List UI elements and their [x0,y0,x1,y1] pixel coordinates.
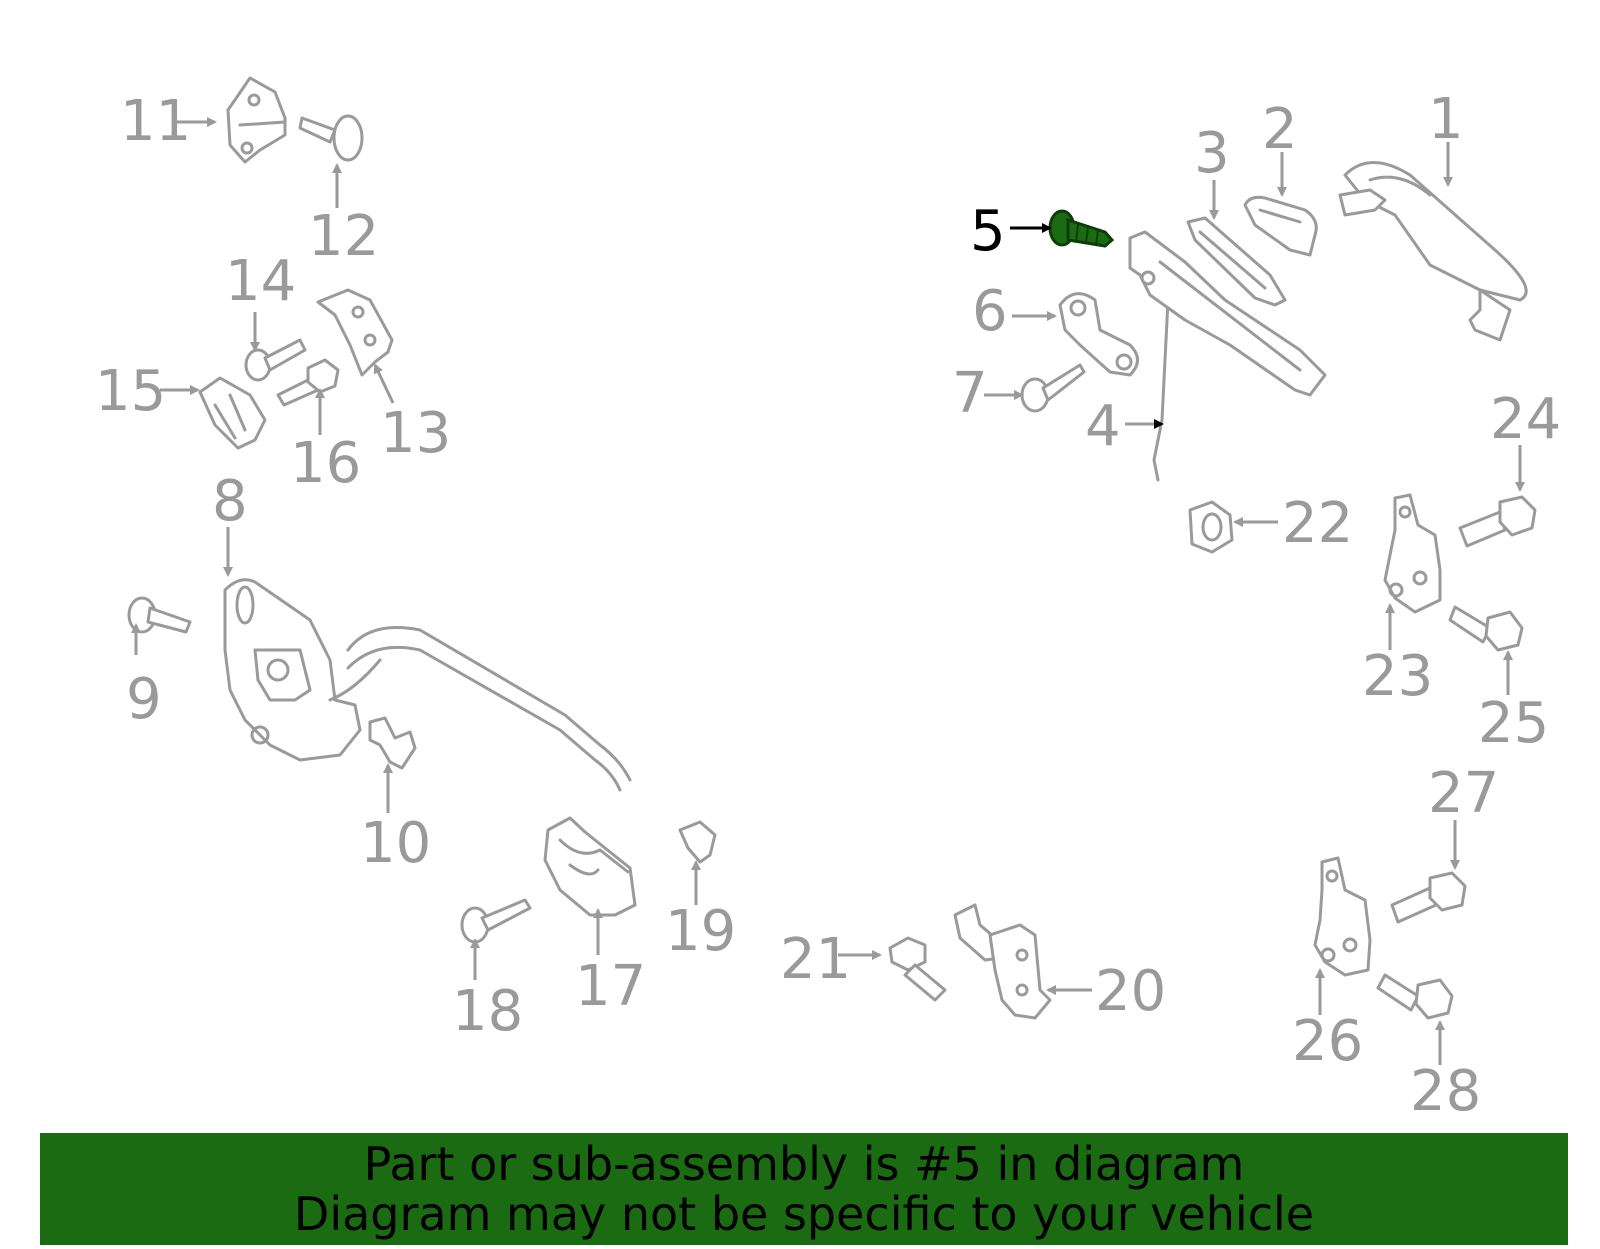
part-21-bolt[interactable] [888,936,947,1002]
callout-numbers: 1 2 3 4 5 6 7 8 9 10 11 12 13 14 15 16 1… [95,87,1561,1124]
part-6-bracket[interactable] [1058,292,1139,377]
part-12-bolt[interactable] [298,114,364,162]
callout-21: 21 [780,927,851,992]
part-14-bolt[interactable] [244,338,307,382]
part-7-screw[interactable] [1020,363,1086,413]
part-20-door-check[interactable] [953,903,1052,1020]
callout-19: 19 [665,899,736,964]
part-25-bolt[interactable] [1448,605,1524,652]
callout-3: 3 [1194,121,1230,186]
part-27-bolt[interactable] [1390,871,1467,924]
part-26-hinge[interactable] [1313,856,1372,977]
info-banner: Part or sub-assembly is #5 in diagram Di… [40,1133,1568,1245]
callout-9: 9 [126,667,162,732]
part-28-bolt[interactable] [1376,973,1454,1020]
part-17-cover[interactable] [543,816,637,917]
part-8-latch[interactable] [223,578,632,792]
callout-25: 25 [1478,691,1549,756]
callout-22: 22 [1282,491,1353,556]
callout-5-active: 5 [970,199,1006,264]
callout-28: 28 [1410,1059,1481,1124]
callout-6: 6 [972,279,1008,344]
callout-11: 11 [120,89,191,154]
part-23-hinge[interactable] [1383,493,1442,614]
callout-26: 26 [1292,1009,1363,1074]
part-22-nut[interactable] [1188,500,1234,554]
callout-8: 8 [212,469,248,534]
callout-20: 20 [1095,959,1166,1024]
callout-15: 15 [95,359,166,424]
part-5-screw-highlighted[interactable] [1048,209,1115,248]
part-15-retainer[interactable] [198,376,267,450]
part-16-bolt[interactable] [276,358,340,407]
part-11-striker[interactable] [226,76,287,164]
callout-7: 7 [952,361,988,426]
callout-18: 18 [452,979,523,1044]
part-19-clip[interactable] [678,820,717,864]
part-9-screw[interactable] [127,596,192,634]
callout-12: 12 [308,204,379,269]
handle-frame[interactable] [1128,230,1327,397]
callout-17: 17 [575,954,646,1019]
callout-24: 24 [1490,387,1561,452]
callout-10: 10 [360,811,431,876]
part-10-clip[interactable] [368,716,417,770]
callout-23: 23 [1362,644,1433,709]
part-18-screw[interactable] [460,898,532,944]
callout-1: 1 [1428,87,1464,152]
part-4-rod[interactable] [1152,278,1170,482]
callout-2: 2 [1262,97,1298,162]
part-24-bolt[interactable] [1458,495,1537,548]
part-1-outer-handle[interactable] [1338,161,1528,342]
banner-part-note: Part or sub-assembly is #5 in diagram [363,1137,1245,1191]
part-13-bracket[interactable] [316,288,394,377]
callout-14: 14 [225,249,296,314]
callout-27: 27 [1428,761,1499,826]
callout-4: 4 [1085,394,1121,459]
part-3-gasket[interactable] [1186,216,1287,307]
callout-13: 13 [380,401,451,466]
banner-disclaimer: Diagram may not be specific to your vehi… [293,1187,1315,1241]
callout-16: 16 [290,431,361,496]
callout-arrows [131,117,1525,1065]
part-2-handle-cap[interactable] [1243,195,1318,257]
